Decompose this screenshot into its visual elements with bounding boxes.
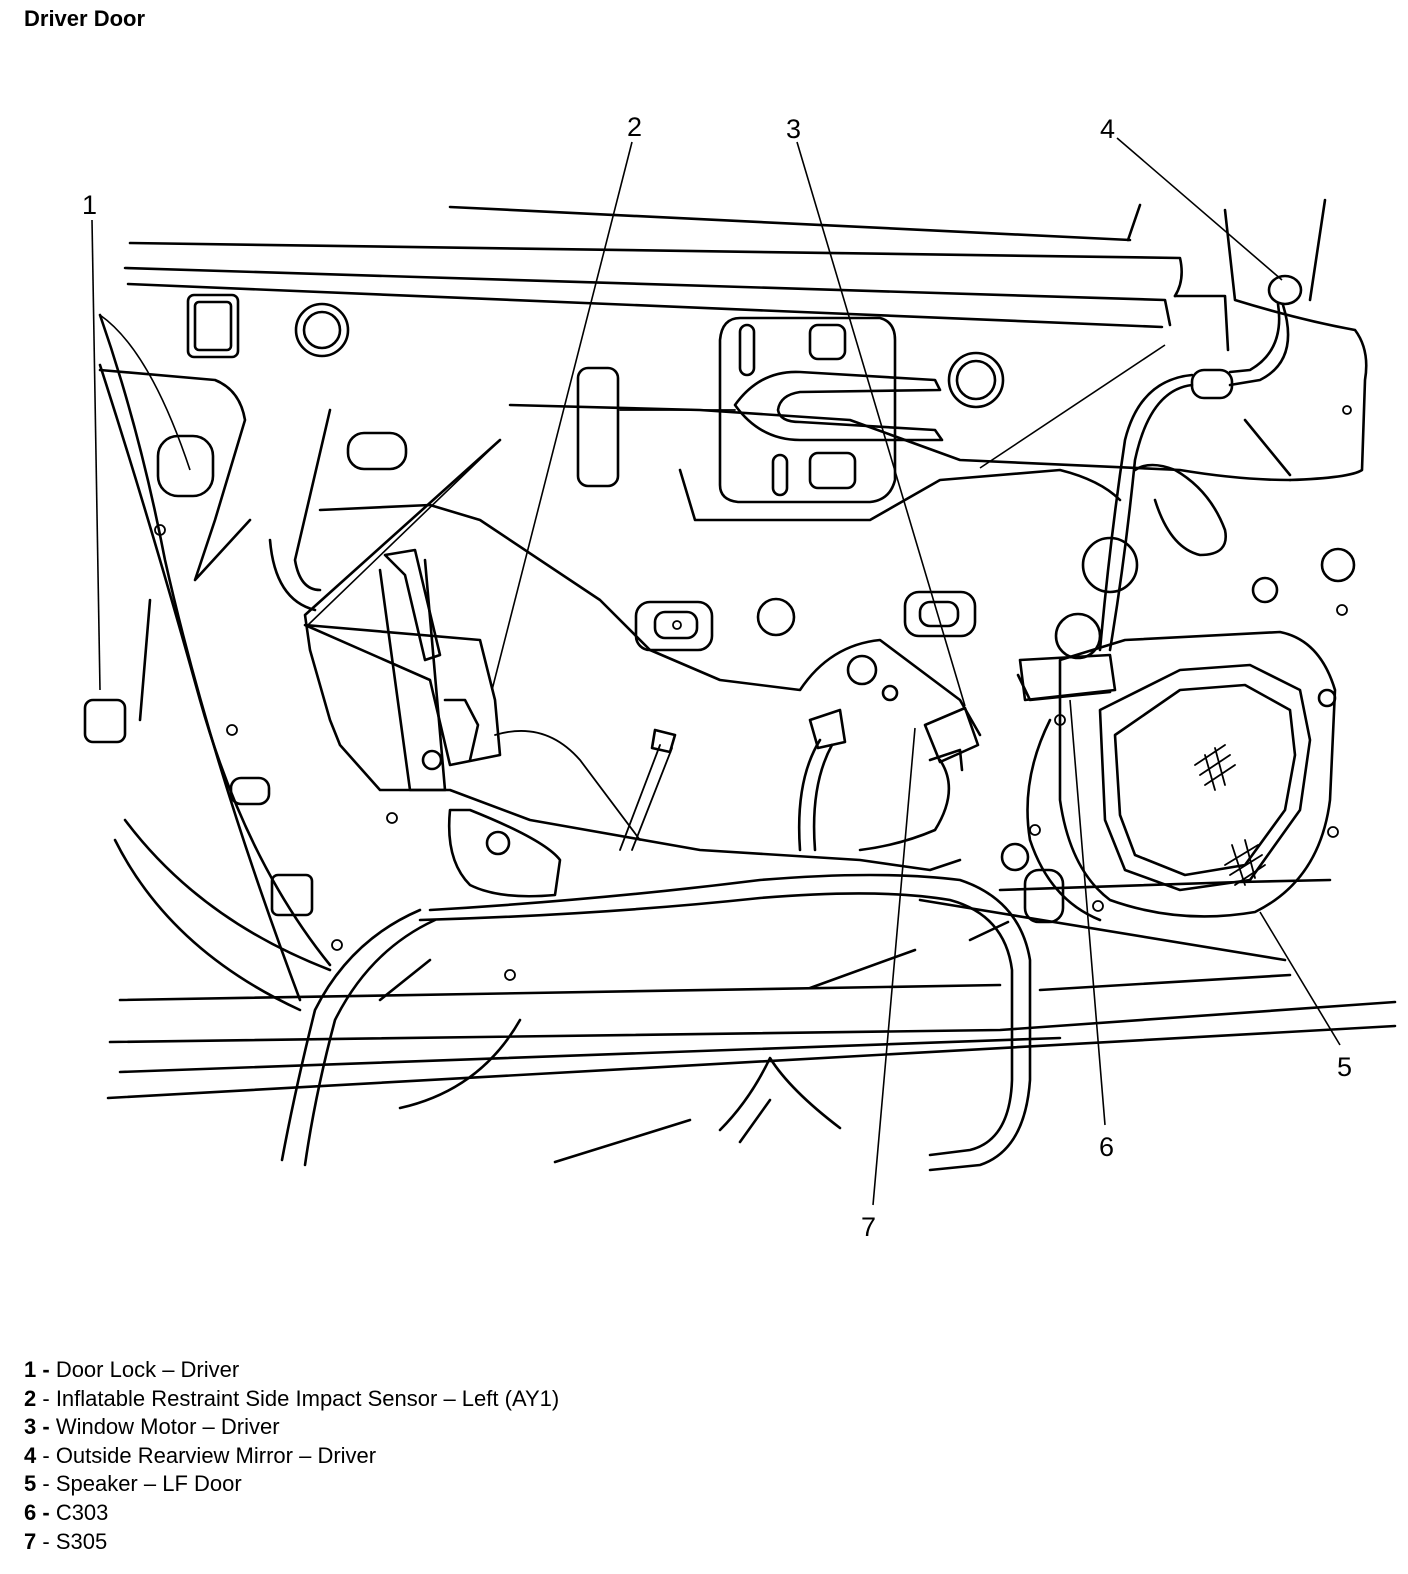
legend-item: 4 - Outside Rearview Mirror – Driver [24,1442,559,1471]
legend-item: 7 - S305 [24,1528,559,1557]
door-frame [123,198,1368,482]
legend: 1 - Door Lock – Driver 2 - Inflatable Re… [24,1356,559,1556]
leader-5 [1259,911,1341,1046]
callout-numbers: 1 2 3 4 5 6 7 [82,112,1352,1242]
leader-4 [1116,137,1283,281]
handle-plate [576,316,944,504]
legend-number: 3 - [24,1414,50,1440]
legend-item: 6 - C303 [24,1499,559,1528]
legend-label: - Speaker – LF Door [42,1471,242,1497]
legend-label: - S305 [42,1528,108,1554]
legend-item: 5 - Speaker – LF Door [24,1470,559,1499]
callout-1: 1 [82,190,97,220]
mirror-harness [1016,274,1303,702]
panel-holes [83,293,1356,981]
legend-item: 2 - Inflatable Restraint Side Impact Sen… [24,1385,559,1414]
leader-3 [796,141,966,707]
legend-number: 7 [24,1528,37,1554]
legend-number: 5 [24,1471,37,1497]
legend-label: Window Motor – Driver [55,1414,280,1440]
leader-window [307,439,501,626]
leader-beltline [979,344,1166,469]
wiring-harness [280,708,1032,1172]
legend-item: 3 - Window Motor – Driver [24,1413,559,1442]
inner-panel [98,368,1332,992]
callout-5: 5 [1337,1052,1352,1082]
leader-2 [491,141,633,691]
window-motor [318,503,982,772]
legend-label: Door Lock – Driver [55,1357,240,1382]
contour-lines [138,408,1010,1164]
door-line-drawing: 1 2 3 4 5 6 7 [82,112,1397,1242]
leader-7 [872,727,916,1206]
door-sill [106,983,1397,1100]
diagram-title: Driver Door [24,6,146,31]
legend-number: 4 [24,1442,37,1468]
leader-1 [91,219,101,691]
legend-number: 1 - [24,1357,50,1382]
callout-2: 2 [627,112,642,142]
callout-3: 3 [786,114,801,144]
leader-1-wire [99,314,191,471]
legend-label: - Outside Rearview Mirror – Driver [42,1442,377,1468]
side-impact-sensor [303,548,641,898]
leader-lines [91,137,1341,1206]
legend-label: C303 [55,1499,109,1525]
legend-item: 1 - Door Lock – Driver [24,1356,559,1385]
callout-4: 4 [1100,114,1115,144]
speaker [1026,630,1339,922]
legend-label: - Inflatable Restraint Side Impact Senso… [42,1385,560,1411]
legend-number: 2 [24,1385,37,1411]
callout-7: 7 [861,1212,876,1242]
legend-number: 6 - [24,1499,50,1525]
callout-6: 6 [1099,1132,1114,1162]
leader-6 [1069,699,1106,1126]
hinge-pillar [98,313,332,1012]
